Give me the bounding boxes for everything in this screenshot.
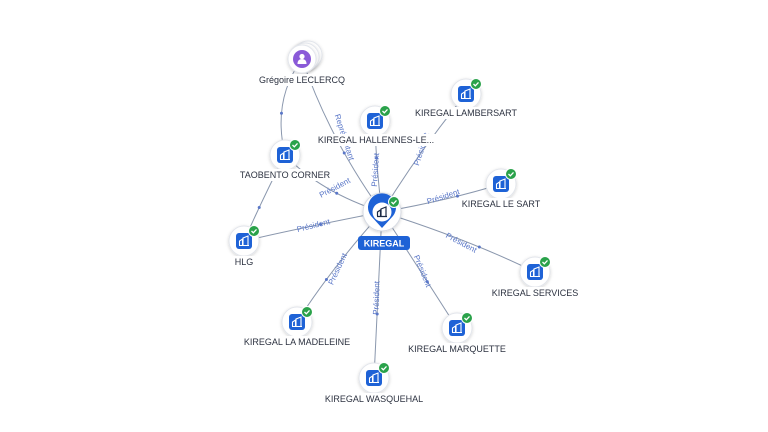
node-taobento-corner[interactable]: TAOBENTO CORNER [240,139,331,182]
node-label: KIREGAL SERVICES [492,288,579,298]
node-kiregal-marquette[interactable]: KIREGAL MARQUETTE [407,312,507,356]
node-label: KIREGAL LE SART [462,199,541,209]
node-label-background [487,287,583,299]
edge-arrow-marker [257,206,261,210]
node-kiregal-wasquehal[interactable]: KIREGAL WASQUEHAL [324,362,424,406]
verified-check-icon [388,196,400,208]
node-label: KIREGAL HALLENNES-LE... [318,135,434,145]
building-icon [376,206,387,218]
building-icon [289,314,305,330]
verified-check-icon [301,306,313,318]
edge-arrow-marker [455,194,459,198]
building-icon [449,320,465,336]
node-label-background [231,256,257,268]
building-icon [527,264,543,280]
building-icon [493,176,509,192]
node-kiregal-hallennes-le[interactable]: KIREGAL HALLENNES-LE... [309,105,443,147]
edge-label: Président [370,152,381,187]
node-hlg[interactable]: HLG [228,225,260,269]
edge-arrow-marker [342,151,346,155]
node-label-background [407,343,507,355]
node-kiregal-le-sart[interactable]: KIREGAL LE SART [456,168,546,211]
building-icon [236,233,252,249]
edge-arrow-marker [319,222,323,226]
node-label-background [252,74,352,86]
edge-label: Président [426,187,462,206]
node-kiregal-lambersart[interactable]: KIREGAL LAMBERSART [413,78,519,120]
verified-check-icon [289,139,301,151]
node-label: KIREGAL LAMBERSART [415,108,518,118]
building-icon [366,370,382,386]
node-kiregal-la-madeleine[interactable]: KIREGAL LA MADELEINE [239,306,355,349]
edge-arrow-marker [477,245,481,249]
verified-check-icon [505,168,517,180]
edge-arrow-marker [279,111,283,115]
node-label-background [456,198,546,210]
edge-label: Président [327,251,350,286]
edge-arrow-marker [375,312,379,316]
edge-label: Président [371,280,381,315]
node-label-background [413,107,519,119]
building-icon [458,86,474,102]
verified-check-icon [470,78,482,90]
center-node-kiregal[interactable]: KIREGAL [358,192,410,250]
edge-center-to-wasquehal [373,211,383,379]
building-icon [367,113,383,129]
verified-check-icon [248,225,260,237]
edge-center-to-services [381,211,536,273]
node-label-background [309,134,443,146]
edge-arrow-marker [375,156,379,160]
node-label: KIREGAL WASQUEHAL [325,394,423,404]
node-label: KIREGAL MARQUETTE [408,344,506,354]
edge-arrow-marker [335,191,339,195]
verified-check-icon [539,256,551,268]
node-label: HLG [235,257,254,267]
node-gr-goire-leclercq[interactable]: Grégoire LECLERCQ [252,40,352,86]
edge-arrow-marker [324,277,328,281]
node-label: KIREGAL LA MADELEINE [244,337,350,347]
node-label-background [239,336,355,348]
center-label-background [358,236,410,250]
verified-check-icon [461,312,473,324]
edge-label: Président [296,217,332,234]
edge-label: Président [444,231,479,255]
node-label-background [324,393,424,405]
center-label: KIREGAL [364,239,405,249]
building-icon [277,147,293,163]
verified-check-icon [378,362,390,374]
node-label-background [240,169,330,181]
node-kiregal-services[interactable]: KIREGAL SERVICES [487,256,583,300]
node-label: Grégoire LECLERCQ [259,75,345,85]
person-icon [293,50,311,68]
edge-arrow-marker [425,280,429,284]
node-label: TAOBENTO CORNER [240,170,331,180]
verified-check-icon [379,105,391,117]
edge-label: Président [412,254,433,289]
